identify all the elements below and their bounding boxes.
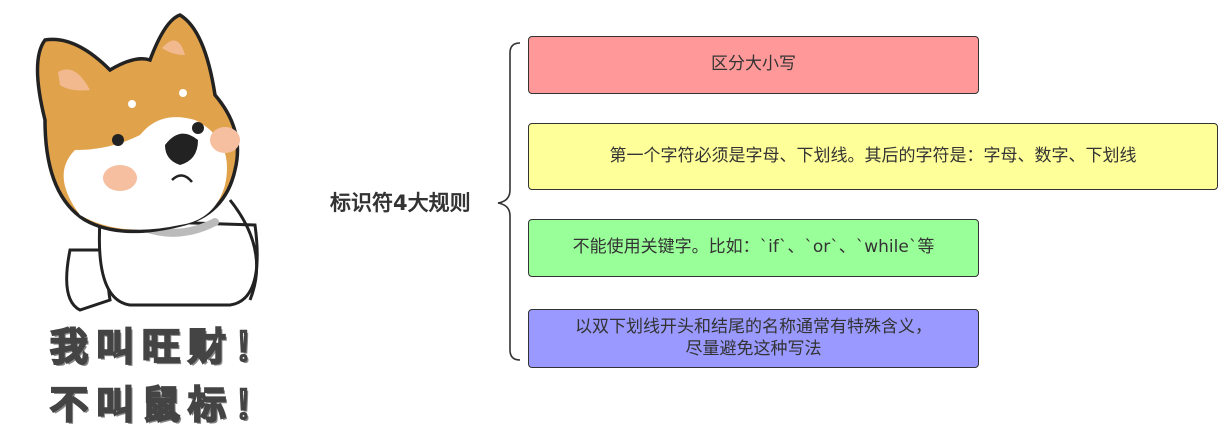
dog-cheek-left — [103, 165, 137, 191]
dog-brow-left — [128, 100, 136, 108]
mascot-illustration: 我叫旺财！ 不叫鼠标！ — [0, 0, 320, 436]
dog-arm — [228, 199, 259, 301]
rule-4-text-line2: 尽量避免这种写法 — [685, 338, 822, 359]
rule-double-underscore: 以双下划线开头和结尾的名称通常有特殊含义， 尽量避免这种写法 — [528, 309, 979, 368]
rule-2-text: 第一个字符必须是字母、下划线。其后的字符是：字母、数字、下划线 — [609, 145, 1137, 166]
dog-brow-right — [179, 89, 187, 97]
dog-eye-right — [192, 122, 204, 134]
diagram-root-label: 标识符4大规则 — [330, 191, 471, 215]
dog-eye-left — [112, 134, 124, 146]
rule-case-sensitive: 区分大小写 — [528, 36, 979, 94]
dog-ear-left — [58, 69, 90, 91]
dog-nose — [165, 133, 198, 165]
rule-3-text: 不能使用关键字。比如：`if`、`or`、`while`等 — [572, 237, 935, 258]
brace-path — [497, 42, 521, 361]
dog-ear-right — [162, 40, 185, 55]
rule-first-char: 第一个字符必须是字母、下划线。其后的字符是：字母、数字、下划线 — [528, 123, 1218, 190]
mascot-caption-line2: 不叫鼠标！ — [49, 383, 280, 427]
dog-illustration — [35, 13, 259, 312]
dog-cheek-right — [210, 127, 240, 153]
mascot-caption-line1: 我叫旺财！ — [49, 325, 280, 369]
rule-4-text-line1: 以双下划线开头和结尾的名称通常有特殊含义， — [575, 317, 932, 338]
rule-1-text: 区分大小写 — [711, 54, 796, 75]
rule-no-keywords: 不能使用关键字。比如：`if`、`or`、`while`等 — [528, 219, 979, 277]
dog-mouth — [171, 174, 193, 183]
